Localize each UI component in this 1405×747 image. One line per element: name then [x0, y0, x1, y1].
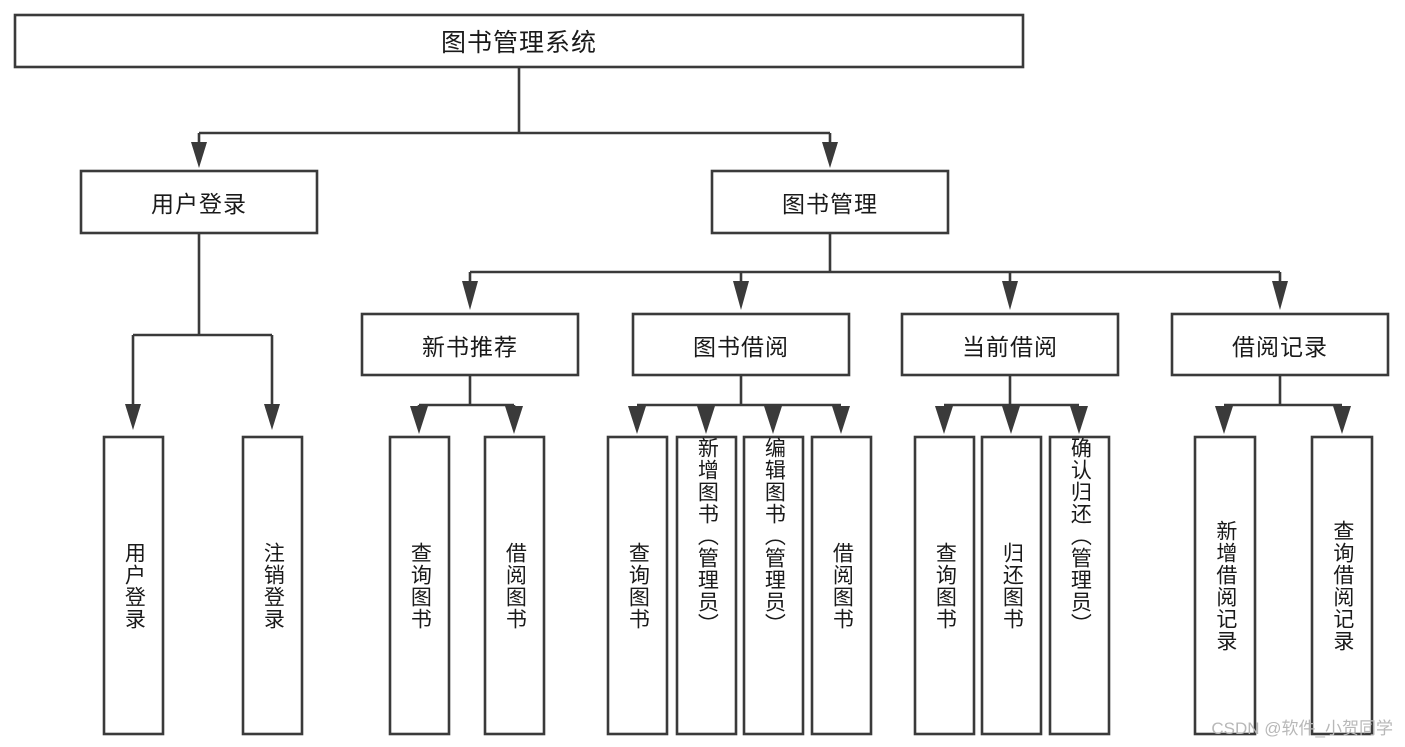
node-box-leaf-user-login[interactable]	[102, 435, 165, 736]
node-box-leaf-edit-book[interactable]	[742, 435, 805, 736]
node-box-leaf-query-book-borrow[interactable]	[606, 435, 669, 736]
node-box-leaf-query-book-rec[interactable]	[388, 435, 451, 736]
arrow-borrow-record	[1272, 281, 1288, 310]
node-box-new-book-rec[interactable]	[360, 312, 580, 377]
arrow-leaf-borrow-book	[832, 406, 850, 434]
arrow-leaf-query-book-borrow	[628, 406, 646, 434]
node-box-leaf-logout[interactable]	[241, 435, 304, 736]
arrow-leaf-query-book-rec	[410, 406, 428, 434]
node-box-user-login[interactable]	[79, 169, 319, 235]
arrow-leaf-borrow-book-rec	[505, 406, 523, 434]
arrow-leaf-return-book	[1002, 406, 1020, 434]
arrow-book-borrow	[733, 281, 749, 310]
node-box-book-manage[interactable]	[710, 169, 950, 235]
node-box-leaf-add-record[interactable]	[1193, 435, 1257, 736]
node-box-leaf-borrow-book[interactable]	[810, 435, 873, 736]
arrow-leaf-query-record	[1333, 406, 1351, 434]
arrow-leaf-logout	[264, 404, 280, 430]
node-box-leaf-query-record[interactable]	[1310, 435, 1374, 736]
arrow-leaf-add-book	[697, 406, 715, 434]
arrow-current-borrow	[1002, 281, 1018, 310]
node-box-leaf-query-book-cur[interactable]	[913, 435, 976, 736]
arrow-leaf-query-book-cur	[935, 406, 953, 434]
node-box-book-borrow[interactable]	[631, 312, 851, 377]
arrow-leaf-add-record	[1215, 406, 1233, 434]
arrow-book-manage	[822, 142, 838, 168]
arrow-new-book-rec	[462, 281, 478, 310]
arrow-leaf-user-login	[125, 404, 141, 430]
node-box-leaf-add-book[interactable]	[675, 435, 738, 736]
arrow-leaf-confirm-return	[1070, 406, 1088, 434]
node-box-borrow-record[interactable]	[1170, 312, 1390, 377]
node-box-leaf-return-book[interactable]	[980, 435, 1043, 736]
arrow-user-login	[191, 142, 207, 168]
node-box-root[interactable]	[13, 13, 1025, 69]
arrow-leaf-edit-book	[764, 406, 782, 434]
csdn-watermark: CSDN @软件_小贺同学	[1211, 719, 1393, 738]
node-box-current-borrow[interactable]	[900, 312, 1120, 377]
node-box-leaf-borrow-book-rec[interactable]	[483, 435, 546, 736]
node-box-leaf-confirm-return[interactable]	[1048, 435, 1111, 736]
